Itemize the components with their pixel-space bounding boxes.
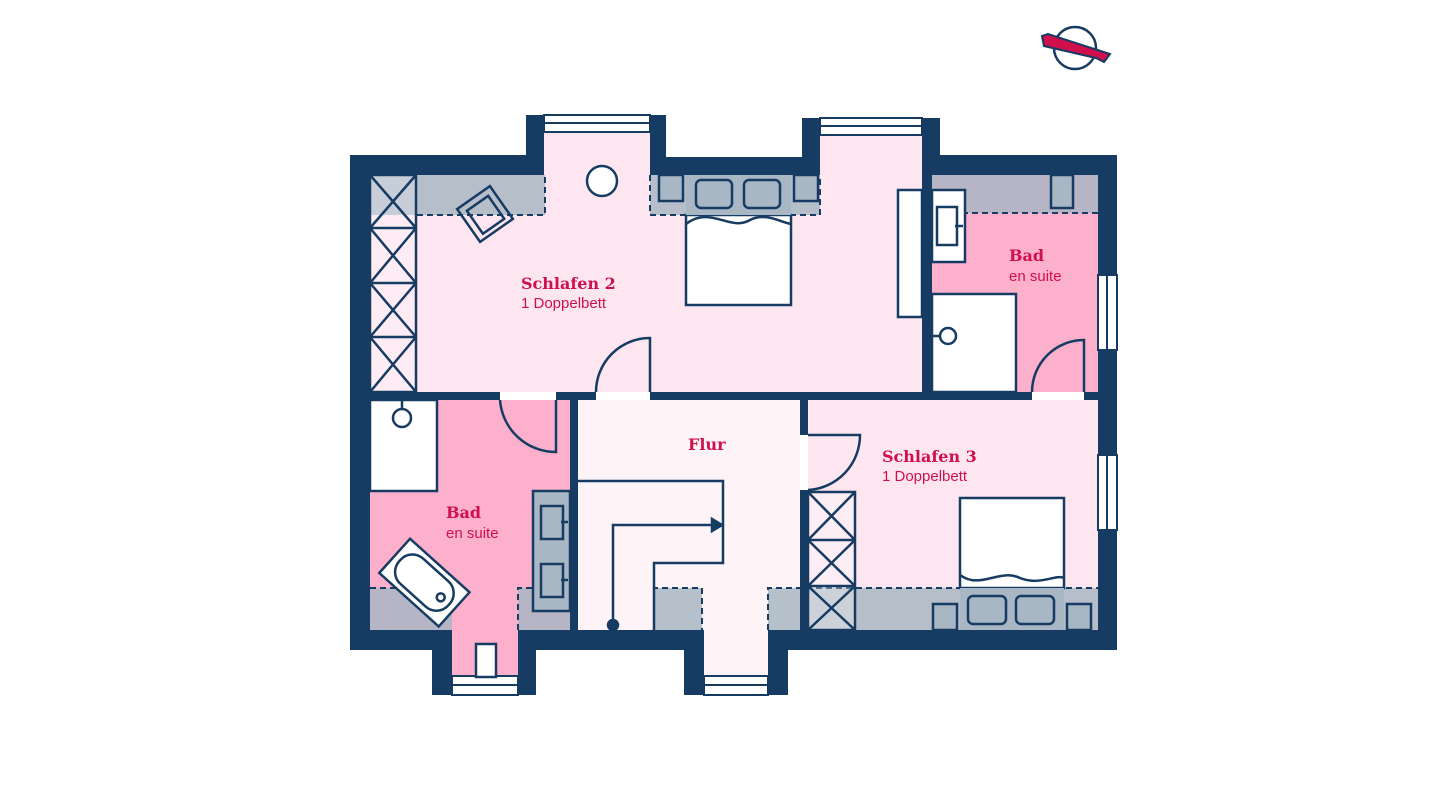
compass-icon — [1040, 25, 1112, 71]
room-sub-bad-right: en suite — [1009, 268, 1062, 285]
nightstand-left — [931, 602, 959, 632]
windows — [451, 114, 1118, 696]
furniture-schlafen-2 — [368, 164, 924, 394]
wardrobe-right — [806, 490, 857, 632]
walls — [350, 115, 1117, 695]
room-name-schlafen-3: Schlafen 3 — [882, 447, 977, 466]
nightstand-left — [657, 173, 685, 203]
cabinet-small — [1049, 173, 1075, 210]
room-name-schlafen-2: Schlafen 2 — [521, 274, 616, 293]
furniture-bad-right — [930, 173, 1075, 394]
doors — [498, 336, 1086, 492]
door-bad-right — [1030, 338, 1086, 393]
sink-icon — [930, 188, 967, 264]
sideboard — [896, 188, 924, 319]
armchair-icon — [455, 184, 515, 244]
double-sink-icon — [531, 489, 572, 613]
round-table — [585, 164, 619, 198]
room-flur-floor — [578, 400, 800, 676]
room-name-bad-right: Bad — [1009, 246, 1044, 265]
furniture-bad-left — [368, 398, 572, 679]
slope-flur — [654, 588, 702, 630]
stairs-arrow-icon — [606, 516, 725, 632]
room-sub-schlafen-3: 1 Doppelbett — [882, 468, 968, 485]
bathtub-icon — [377, 536, 472, 629]
door-schlafen-3 — [807, 433, 862, 492]
room-sub-schlafen-2: 1 Doppelbett — [521, 295, 607, 312]
double-bed-icon — [684, 175, 793, 307]
room-labels: Schlafen 2 1 Doppelbett Bad en suite Bad… — [446, 246, 1062, 542]
room-name-flur: Flur — [688, 435, 726, 454]
room-name-bad-left: Bad — [446, 503, 481, 522]
toilet-icon — [474, 642, 498, 679]
door-schlafen-2 — [594, 336, 652, 393]
furniture-schlafen-3 — [806, 490, 1093, 632]
door-bad-left — [498, 399, 558, 454]
room-sub-bad-left: en suite — [446, 525, 499, 542]
shower-left — [368, 398, 439, 493]
nightstand-right — [1065, 602, 1093, 632]
nightstand-right — [792, 173, 820, 203]
shower-right — [930, 292, 1018, 394]
double-bed-icon — [958, 496, 1066, 630]
wardrobe-left — [368, 173, 418, 394]
stairs — [578, 479, 725, 632]
